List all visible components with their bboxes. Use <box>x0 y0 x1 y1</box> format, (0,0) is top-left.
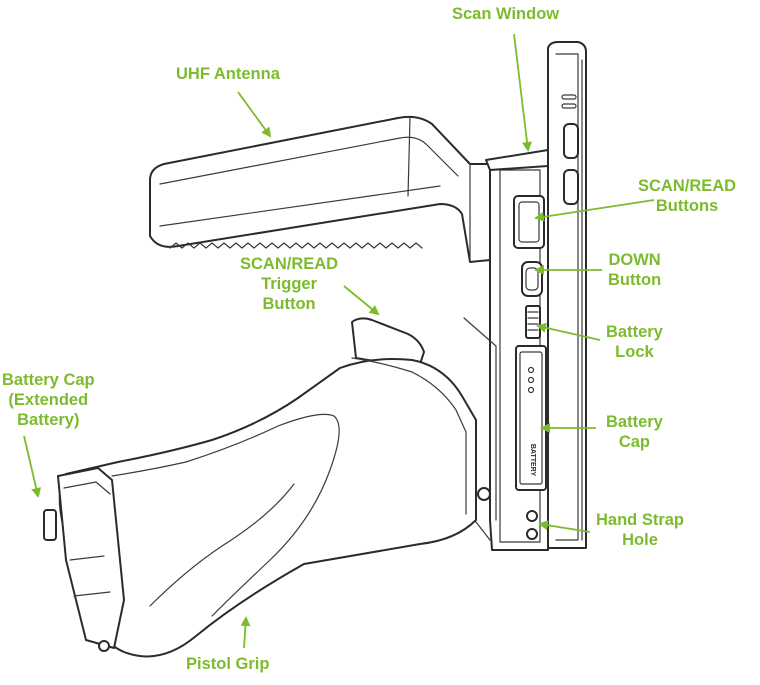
battery-cap-extended-arrow <box>23 435 42 498</box>
pistol-grip-label: Pistol Grip <box>186 655 270 673</box>
down-button-label: DOWN Button <box>608 251 662 289</box>
trigger-button-arrow <box>343 285 380 316</box>
battery-cap-extended-label: Battery Cap (Extended Battery) <box>2 371 95 429</box>
scan-window-shape <box>485 149 549 171</box>
scan-window-arrow <box>513 33 533 152</box>
leader-arrows <box>23 33 655 649</box>
battery-lock-arrow <box>536 322 601 341</box>
pistol-grip-shape <box>43 317 497 658</box>
handheld-body <box>547 41 587 549</box>
down-button-shape <box>521 261 543 297</box>
battery-cap-label: Battery Cap <box>606 413 663 451</box>
uhf-antenna-arrow <box>237 91 272 138</box>
battery-cap-shape <box>515 345 547 491</box>
uhf-antenna-label: UHF Antenna <box>176 65 280 83</box>
battery-cap-latch <box>43 509 57 541</box>
hand-strap-hole-arrow <box>538 520 591 533</box>
hand-strap-hole-lower <box>526 528 538 540</box>
scan-read-buttons-label: SCAN/READ Buttons <box>638 177 737 215</box>
uhf-antenna-shape <box>149 115 491 263</box>
pistol-grip-arrow <box>240 616 251 649</box>
scan-window-label: Scan Window <box>452 5 560 23</box>
scan-read-buttons-arrow <box>534 199 655 222</box>
scan-read-button-shape <box>513 195 545 249</box>
trigger-button-label: SCAN/READ Trigger Button <box>240 255 339 313</box>
hand-strap-hole-label: Hand Strap Hole <box>596 511 685 549</box>
grip-housing <box>489 163 549 551</box>
battery-print: BATTERY <box>529 444 536 477</box>
hand-strap-hole-upper <box>526 510 538 522</box>
battery-lock-shape <box>525 305 541 339</box>
battery-lock-label: Battery Lock <box>606 323 663 361</box>
